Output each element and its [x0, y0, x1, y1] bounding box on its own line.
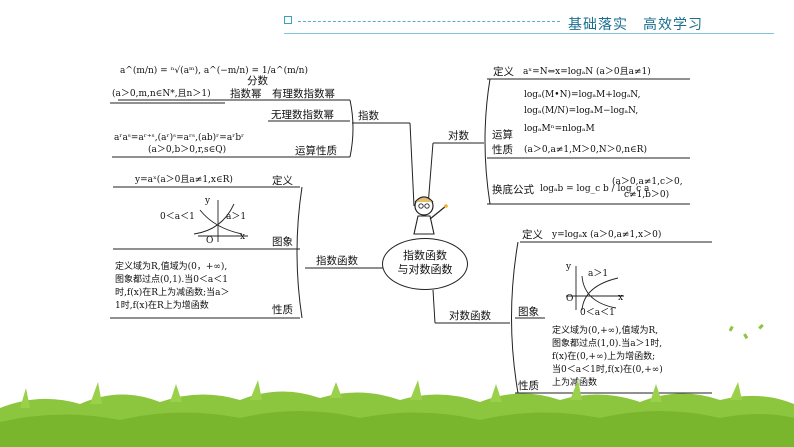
- branch-zhishu-hanshu: 指数函数: [316, 255, 358, 267]
- header-dashed-line: [298, 21, 560, 22]
- logf-dingyi-text: y=logₐx (a＞0,a≠1,x＞0): [552, 230, 662, 240]
- logf-prop-0: 定义域为(0,+∞),值域为R,: [552, 326, 659, 336]
- logf-graph-o: O: [566, 294, 574, 304]
- expf-prop-1: 图象都过点(0,1).当0＜a＜1: [115, 275, 229, 285]
- exp-yunsuan-label: 运算性质: [295, 145, 337, 157]
- exp-formula1: a^(m/n) = ⁿ√(aᵐ), a^(−m/n) = 1/a^(m/n): [120, 66, 308, 76]
- log-huandi-cond1: (a＞0,a≠1,c＞0,: [612, 177, 683, 187]
- logf-graph-x: x: [618, 293, 624, 303]
- log-rule3: logₐMⁿ=nlogₐM: [524, 124, 595, 134]
- logf-tuxiang-label: 图象: [518, 306, 539, 318]
- exp-wuli-label: 无理数指数幂: [271, 109, 334, 121]
- logf-prop-3: 当0＜a＜1时,f(x)在(0,+∞): [552, 365, 663, 375]
- header-title: 基础落实 高效学习: [568, 17, 703, 33]
- exp-formula1-cond: (a＞0,m,n∈N*,且n＞1): [112, 89, 211, 99]
- logf-graph: [566, 266, 624, 311]
- log-huandi-label: 换底公式: [492, 184, 534, 196]
- expf-graph-y: y: [205, 196, 211, 206]
- logf-prop-2: f(x)在(0,+∞)上为增函数;: [552, 352, 656, 362]
- logf-graph-bottom: 0＜a＜1: [580, 308, 615, 318]
- log-yunsuan-label2: 性质: [492, 144, 513, 156]
- grass-decoration: [0, 380, 794, 447]
- branch-duishu: 对数: [448, 130, 469, 142]
- log-dingyi-text: aˣ=N⇔x=logₐN (a＞0且a≠1): [523, 67, 651, 77]
- expf-xingzhi-label: 性质: [272, 304, 293, 316]
- expf-prop-2: 时,f(x)在R上为减函数;当a＞: [115, 288, 230, 298]
- logf-graph-y: y: [566, 262, 572, 272]
- expf-graph-o: O: [206, 236, 214, 246]
- center-node: 指数函数 与对数函数: [382, 238, 468, 290]
- log-yunsuan-label1: 运算: [492, 129, 513, 141]
- exp-formula2: aʳaˢ=aʳ⁺ˢ,(aʳ)ˢ=aʳˢ,(ab)ʳ=aʳbʳ: [114, 133, 245, 143]
- teacher-icon: [413, 196, 448, 235]
- expf-graph: [193, 200, 248, 242]
- log-rule1: logₐ(M•N)=logₐM+logₐN,: [524, 90, 641, 100]
- branch-zhishu: 指数: [358, 110, 379, 122]
- expf-prop-0: 定义域为R,值域为(0，+∞),: [115, 262, 228, 272]
- exp-fenshu-label: 分数: [247, 75, 268, 87]
- exp-formula2-cond: (a＞0,b＞0,r,s∈Q): [148, 145, 227, 155]
- log-dingyi-label: 定义: [493, 66, 514, 78]
- logf-prop-1: 图象都过点(1,0).当a＞1时,: [552, 339, 663, 349]
- branch-duishu-hanshu: 对数函数: [449, 310, 491, 322]
- logf-graph-top: a＞1: [588, 269, 609, 279]
- logf-dingyi-label: 定义: [522, 229, 543, 241]
- log-rule2: logₐ(M/N)=logₐM−logₐN,: [524, 106, 639, 116]
- expf-prop-3: 1时,f(x)在R上为增函数: [115, 301, 209, 311]
- exp-youli-label: 有理数指数幂: [272, 88, 335, 100]
- header-underline: [284, 33, 774, 34]
- expf-graph-left: 0＜a＜1: [160, 212, 195, 222]
- header-square-icon: [284, 16, 292, 24]
- expf-tuxiang-label: 图象: [272, 236, 293, 248]
- log-huandi-cond2: c≠1,b＞0): [624, 190, 670, 200]
- leaf-sprinkles: [728, 323, 764, 340]
- exp-zhishumi-label: 指数幂: [230, 88, 262, 100]
- center-line2: 与对数函数: [397, 263, 453, 276]
- expf-dingyi-text: y=aˣ(a＞0且a≠1,x∈R): [135, 175, 233, 185]
- expf-graph-right: a＞1: [226, 212, 247, 222]
- center-line1: 指数函数: [403, 249, 447, 262]
- logf-prop-4: 上为减函数: [552, 378, 598, 388]
- expf-dingyi-label: 定义: [272, 175, 293, 187]
- logf-xingzhi-label: 性质: [518, 380, 539, 392]
- log-rule-cond: (a＞0,a≠1,M＞0,N＞0,n∈R): [524, 145, 647, 155]
- log-huandi-formula: logₐb = log_c b / log_c a: [540, 184, 650, 194]
- expf-graph-x: x: [240, 232, 246, 242]
